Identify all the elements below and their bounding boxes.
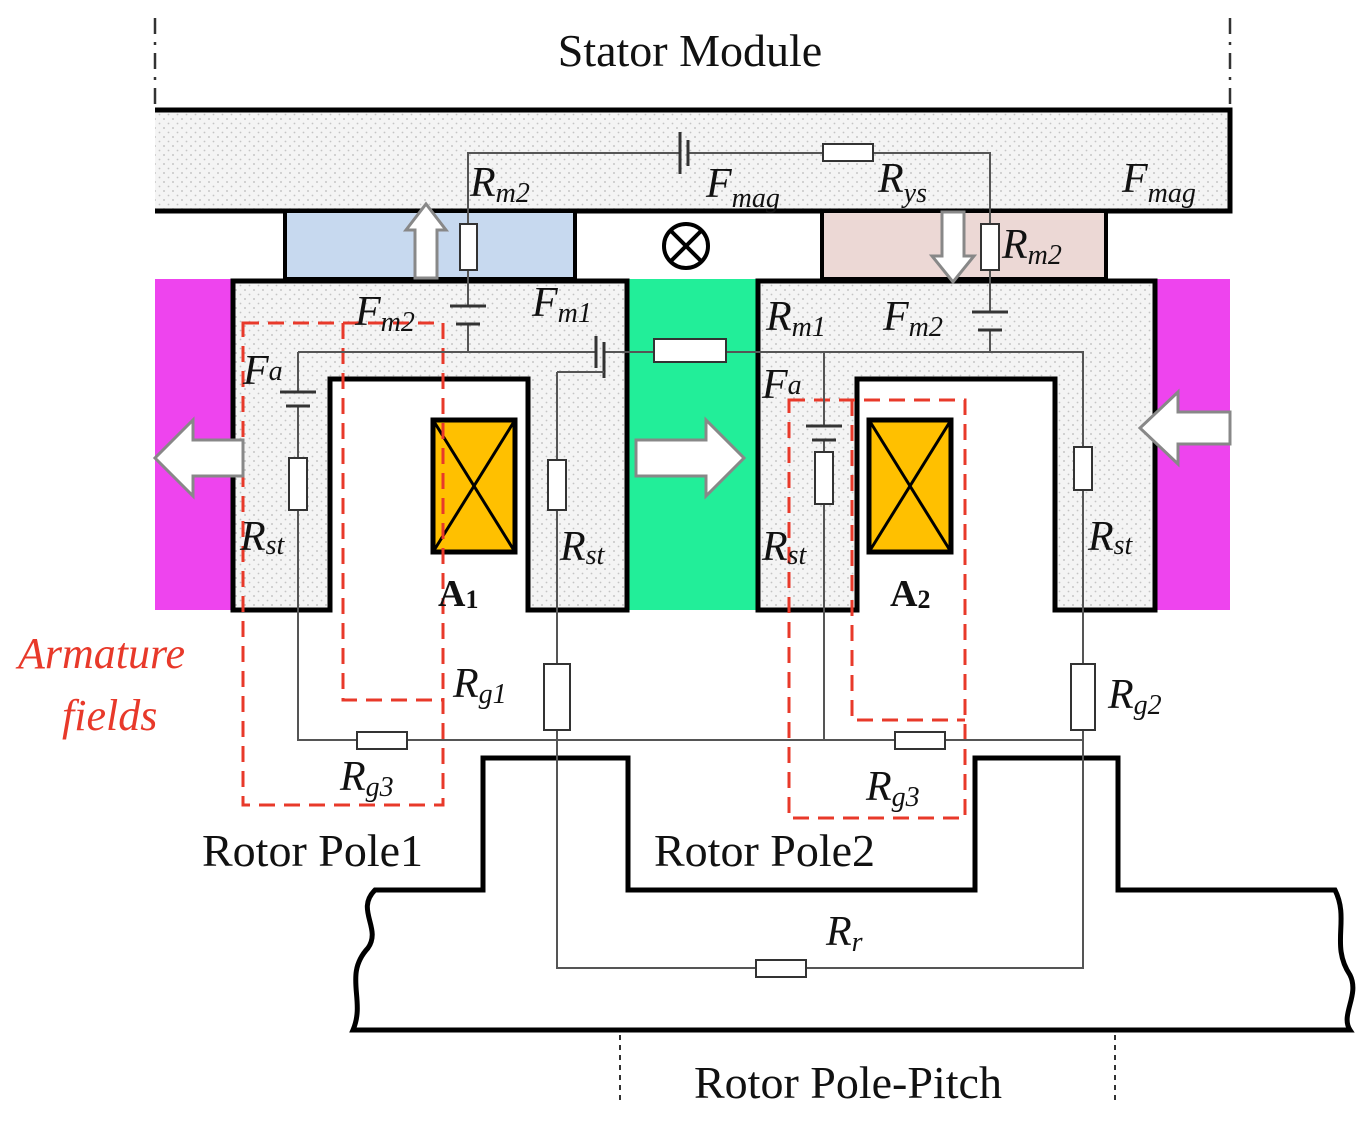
label-fm2-left: Fm2	[354, 289, 415, 338]
stator-yoke-outline	[155, 107, 1233, 214]
pole-pitch-label: Rotor Pole-Pitch	[694, 1057, 1002, 1108]
resistor-rm1	[653, 338, 727, 363]
resistor-rm2-right	[980, 223, 1000, 271]
resistor-rst-4	[1073, 446, 1093, 491]
label-fmag-top: Fmag	[705, 161, 780, 214]
rotor-body	[349, 755, 1356, 1033]
arrow-left-icon	[152, 416, 245, 500]
label-rm1: Rm1	[765, 294, 826, 343]
arrow-right-icon	[634, 416, 747, 500]
flux-arrows	[152, 201, 1232, 500]
circuit-wires	[297, 152, 1084, 969]
label-fmag-right: Fmag	[1121, 156, 1196, 209]
armature-fields-label-line1: Armature	[15, 629, 185, 678]
stator-yoke	[155, 110, 1230, 211]
rotor-pole-1-label: Rotor Pole1	[202, 825, 423, 876]
rotor-pole-2-label: Rotor Pole2	[654, 825, 875, 876]
armature-fields-label-line2: fields	[62, 691, 157, 740]
resistor-rg3-right	[894, 731, 946, 750]
resistor-rst-1	[288, 457, 308, 511]
resistor-rr	[755, 959, 807, 978]
label-rst-1: Rst	[239, 514, 286, 561]
label-rg1: Rg1	[452, 661, 507, 710]
coil-a2	[866, 417, 954, 555]
resistor-rm2-left	[459, 223, 478, 271]
label-rg3-left: Rg3	[339, 754, 394, 803]
stator-module-title: Stator Module	[558, 25, 822, 76]
arrow-up-icon	[402, 201, 450, 280]
resistor-rst-2	[547, 459, 567, 511]
stator-core-right	[755, 278, 1158, 613]
resistors	[288, 143, 1096, 978]
resistor-rys	[822, 143, 874, 162]
resistor-rst-3	[814, 451, 834, 505]
label-fa-left: Fa	[242, 348, 283, 394]
label-fa-right: Fa	[761, 362, 802, 408]
module-boundaries	[153, 18, 1232, 110]
resistor-rg1	[543, 663, 571, 731]
pole-pitch-boundaries	[619, 1035, 1116, 1100]
label-rm2-left: Rm2	[469, 160, 530, 209]
label-rys: Rys	[877, 156, 927, 209]
current-into-page-icon	[662, 222, 710, 270]
label-rr: Rr	[825, 909, 863, 958]
resistor-rg3-left	[356, 731, 408, 750]
armature-field-paths	[241, 321, 967, 820]
resistor-rg2	[1070, 663, 1096, 731]
arrow-down-icon	[928, 210, 978, 285]
label-fm1: Fm1	[531, 280, 592, 329]
coil-a1	[430, 417, 518, 555]
arrow-left-icon-2	[1137, 388, 1232, 468]
label-rst-2: Rst	[559, 524, 606, 571]
label-rm2-right: Rm2	[1001, 222, 1062, 271]
label-rst-4: Rst	[1087, 514, 1134, 561]
coil-label-a2: A2	[890, 573, 930, 615]
label-rg2: Rg2	[1107, 672, 1162, 721]
coil-label-a1: A1	[438, 573, 478, 615]
label-rg3-right: Rg3	[865, 764, 920, 813]
label-fm2-right: Fm2	[882, 294, 943, 343]
stator-core-left	[230, 278, 630, 613]
label-rst-3: Rst	[761, 524, 808, 571]
